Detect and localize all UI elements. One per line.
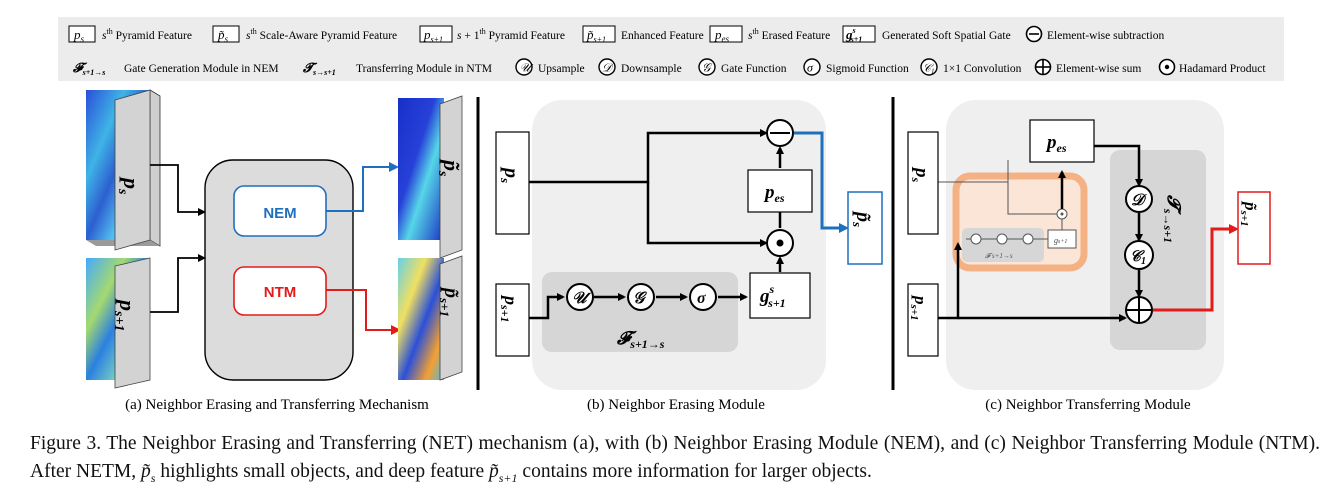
legend-F-text: Gate Generation Module in NEM [124, 63, 279, 75]
legend-had-text: Hadamard Product [1179, 63, 1266, 75]
legend-conv-text: 1×1 Convolution [943, 63, 1022, 75]
panel-c-caption: (c) Neighbor Transferring Module [985, 397, 1191, 413]
legend-gf-text: Gate Function [721, 63, 787, 75]
caption-middle: highlights small objects, and deep featu… [160, 461, 485, 482]
svg-text:𝒟: 𝒟 [602, 61, 614, 75]
erased-feature-box [747, 169, 813, 213]
legend-gate-box [842, 25, 876, 43]
caption-prefix: Figure 3. The Neighbor Erasing and Trans… [30, 433, 1320, 482]
legend: ps sth Pyramid Feature p̃s sth Scale-Awa… [68, 25, 1266, 77]
legend-downsample-icon [598, 58, 616, 76]
feature-map-ps: ps [86, 89, 161, 251]
legend-background [58, 17, 1284, 81]
feature-map-pts: p̃s [398, 95, 464, 259]
svg-text:ps+1: ps+1 [111, 298, 140, 331]
legend-pts1-text: Enhanced Feature [621, 30, 704, 42]
upsample-icon [566, 283, 594, 311]
legend-pes-text: sth Erased Feature [748, 27, 830, 42]
ntm-ps1-box [907, 283, 939, 357]
legend-pts-box [212, 25, 240, 43]
svg-text:σ: σ [697, 290, 706, 307]
legend-ps1-text: s + 1th Pyramid Feature [457, 27, 565, 42]
nem-label: NEM [263, 205, 296, 222]
figure-caption: Figure 3. The Neighbor Erasing and Trans… [30, 433, 1320, 485]
legend-sig-text: Sigmoid Function [826, 63, 909, 75]
svg-text:𝒰: 𝒰 [520, 61, 534, 75]
panel-b-caption: (b) Neighbor Erasing Module [587, 397, 765, 413]
caption-suffix: contains more information for larger obj… [522, 461, 872, 482]
legend-ps-symbol: ps [73, 27, 85, 44]
legend-pts-symbol: p̃s [217, 27, 229, 44]
svg-text:𝒟: 𝒟 [1131, 192, 1147, 209]
legend-sub-text: Element-wise subtraction [1047, 30, 1164, 42]
ntm-label: NTM [264, 284, 297, 301]
nem-ps1-box [495, 283, 530, 357]
legend-ps-text: sth Pyramid Feature [102, 27, 192, 42]
svg-text:𝓕 s+1→s: 𝓕 s+1→s [985, 252, 1013, 260]
svg-text:σ: σ [807, 61, 814, 75]
downsample-icon [1125, 185, 1153, 213]
legend-pes-box [709, 25, 743, 43]
legend-gate-text: Generated Soft Spatial Gate [882, 30, 1011, 42]
legend-ps-box [68, 25, 96, 43]
nem-output-box [847, 191, 883, 265]
svg-text:gs+1: gs+1 [1054, 236, 1067, 245]
legend-gate-function-icon [698, 58, 716, 76]
transferring-module [1110, 150, 1206, 350]
legend-T-text: Transferring Module in NTM [356, 63, 492, 75]
legend-sigmoid-icon [803, 58, 821, 76]
svg-text:𝒢: 𝒢 [633, 290, 647, 307]
soft-gate-box [749, 272, 811, 319]
gate-function-icon [627, 283, 655, 311]
sigmoid-icon [689, 283, 717, 311]
legend-up-text: Upsample [538, 63, 585, 75]
conv-icon [1124, 240, 1154, 270]
legend-pts1-box [582, 25, 616, 43]
legend-pts-text: sth Scale-Aware Pyramid Feature [246, 27, 397, 42]
ntm-output-box [1237, 191, 1271, 265]
legend-down-text: Downsample [621, 63, 682, 75]
feature-map-ps1: ps+1 [86, 257, 151, 389]
panel-a: ps ps+1 NEM NTM p̃s p̃s+1 (a [86, 89, 464, 413]
legend-sum-text: Element-wise sum [1056, 63, 1141, 75]
diagram: ps sth Pyramid Feature p̃s sth Scale-Awa… [58, 17, 1284, 413]
panel-c: gs+1 𝓕 s+1→s ps ps+1 pes 𝒟 𝒞1 𝓣s→s+1 [907, 100, 1271, 413]
ntm-erased-box [1029, 119, 1095, 163]
legend-upsample-icon [515, 58, 533, 76]
legend-ps1-box [419, 25, 453, 43]
svg-text:𝒢: 𝒢 [702, 61, 713, 75]
panel-a-caption: (a) Neighbor Erasing and Transferring Me… [125, 397, 429, 413]
ntm-ps-box [907, 131, 939, 235]
svg-text:𝒞1: 𝒞1 [923, 63, 935, 76]
legend-conv-icon [920, 58, 938, 76]
feature-map-pts1: p̃s+1 [398, 255, 463, 381]
